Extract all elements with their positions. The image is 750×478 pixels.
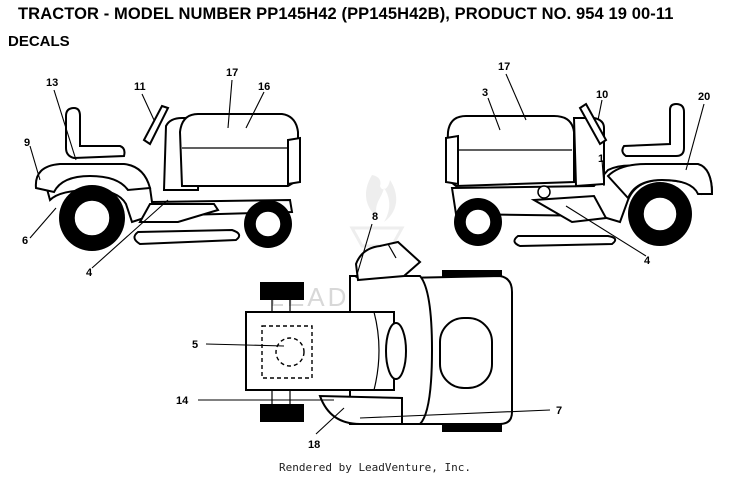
- rear-right-tire: [442, 422, 502, 432]
- callout-7: 7: [556, 405, 562, 417]
- callout-18: 18: [308, 439, 320, 451]
- lift-lever-knob: [537, 185, 551, 199]
- hood-top: [245, 311, 395, 391]
- front-wheel-hub: [464, 208, 492, 236]
- callout-1: 1: [598, 153, 604, 165]
- callout-4-left: 4: [86, 267, 93, 279]
- right-side-view-tractor: [444, 102, 714, 248]
- rear-fender: [606, 163, 714, 200]
- rear-wheel-hub: [642, 196, 678, 232]
- front-left-tire: [260, 282, 304, 300]
- callout-8: 8: [372, 211, 378, 223]
- callout-9: 9: [24, 137, 30, 149]
- callout-11: 11: [134, 81, 146, 93]
- leader-lines: [29, 73, 705, 435]
- grille: [287, 136, 301, 186]
- callout-17-left: 17: [226, 67, 238, 79]
- hood-edge: [373, 311, 380, 391]
- rear-wheel-hub: [73, 199, 111, 237]
- decal-5-outline: [261, 325, 313, 379]
- top-view-tractor: [245, 240, 513, 432]
- callout-6: 6: [22, 235, 28, 247]
- mower-deck: [513, 235, 617, 248]
- footer-credit: Rendered by LeadVenture, Inc.: [278, 461, 472, 474]
- seat: [621, 102, 685, 157]
- grille: [445, 134, 459, 186]
- callout-14: 14: [176, 395, 189, 407]
- page-title: TRACTOR - MODEL NUMBER PP145H42 (PP145H4…: [18, 5, 674, 23]
- steering-wheel: [142, 104, 170, 146]
- callout-20: 20: [698, 91, 710, 103]
- rear-left-tire: [442, 270, 502, 280]
- seat: [65, 106, 126, 160]
- left-side-view-tractor: [34, 104, 301, 251]
- callout-labels: 13 11 17 16 9 6 4 17 3 10 20 1 4 8 5 14 …: [22, 61, 710, 451]
- hood: [444, 115, 575, 188]
- callout-13: 13: [46, 77, 58, 89]
- rear-fender: [34, 163, 152, 194]
- chute-line: [387, 243, 397, 259]
- decal-5-circle: [275, 337, 305, 367]
- callout-5: 5: [192, 339, 198, 351]
- hood: [178, 113, 299, 187]
- callout-4-right: 4: [644, 255, 651, 267]
- front-right-tire: [260, 404, 304, 422]
- axle-lines: [271, 300, 291, 404]
- discharge-chute: [354, 240, 422, 282]
- front-wheel-hub: [254, 210, 282, 238]
- foot-panel: [138, 203, 220, 223]
- steering-wheel: [578, 102, 608, 146]
- callout-17-right: 17: [498, 61, 510, 73]
- steering-column: [385, 322, 407, 380]
- section-title: DECALS: [8, 33, 70, 50]
- callout-10: 10: [596, 89, 608, 101]
- mower-deck: [133, 228, 241, 246]
- seat-top: [439, 317, 493, 389]
- callout-16: 16: [258, 81, 270, 93]
- callout-3: 3: [482, 87, 488, 99]
